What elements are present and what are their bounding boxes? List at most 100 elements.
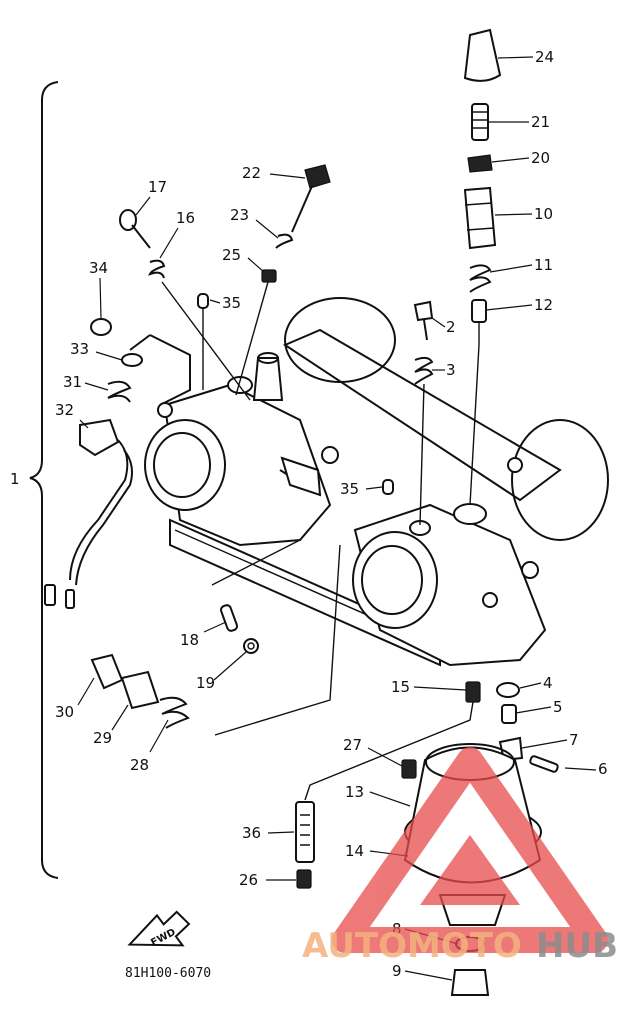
callout-4: 4 [543, 674, 553, 692]
callout-21: 21 [531, 113, 550, 131]
part-25-nut [261, 269, 277, 283]
callout-group: 2345678910111213141516171819202122232425… [55, 48, 608, 981]
callout-18: 18 [180, 631, 199, 649]
leader-line-27 [367, 747, 403, 767]
assembly-bracket [29, 81, 59, 879]
part-32-fitting [44, 418, 133, 609]
part-9-drain-plug [450, 969, 490, 996]
part-31-spring [107, 380, 132, 403]
part-11-spring [469, 264, 492, 293]
leader-line-31 [84, 382, 109, 391]
axis-line-2 [419, 383, 425, 526]
leader-line-7 [521, 739, 568, 749]
part-24-cap [463, 28, 502, 82]
leader-line-15 [413, 686, 467, 691]
callout-35: 35 [222, 294, 241, 312]
leader-line-25 [247, 257, 265, 273]
part-22-screw [291, 164, 331, 233]
leader-line-35 [209, 299, 221, 304]
watermark-triangle [332, 747, 608, 953]
callout-11: 11 [534, 256, 553, 274]
callout-10: 10 [534, 205, 553, 223]
part-27-bolt [401, 759, 417, 779]
callout-20: 20 [531, 149, 550, 167]
part-36-emulsion-tube [295, 801, 315, 863]
leader-line-36 [267, 831, 295, 834]
callout-34: 34 [89, 259, 108, 277]
leader-line-24 [497, 56, 534, 59]
part-20-nut [467, 154, 493, 173]
leader-line-9 [404, 970, 453, 981]
part-35-pin-upper [197, 293, 209, 309]
callout-23: 23 [230, 206, 249, 224]
callout-14: 14 [345, 842, 364, 860]
fwd-arrow: FWD [127, 910, 191, 949]
leader-line-6 [564, 767, 597, 771]
callout-35: 35 [340, 480, 359, 498]
leader-line-10 [494, 213, 533, 216]
part-18-pin [219, 604, 239, 632]
axis-line-22 [235, 281, 269, 396]
leader-line-13 [369, 791, 411, 807]
part-10-adjuster [463, 186, 497, 250]
part-16-spring [148, 259, 166, 279]
leader-line-12 [485, 304, 533, 311]
callout-27: 27 [343, 736, 362, 754]
leader-line-29 [111, 704, 129, 731]
leader-line-33 [95, 351, 123, 361]
part-23-spring [275, 233, 294, 249]
callout-17: 17 [148, 178, 167, 196]
leader-line-32 [79, 419, 89, 429]
leader-line-2 [431, 317, 446, 328]
leader-line-28 [149, 719, 169, 753]
leader-line-16 [159, 227, 179, 259]
part-19-washer [243, 638, 259, 654]
callout-30: 30 [55, 703, 74, 721]
leader-line-11 [489, 264, 533, 273]
part-2-screw [413, 300, 434, 341]
callout-15: 15 [391, 678, 410, 696]
part-17-screw [119, 209, 151, 249]
callout-24: 24 [535, 48, 554, 66]
leader-line-35 [365, 486, 383, 490]
callout-12: 12 [534, 296, 553, 314]
carburetor-body [129, 297, 609, 667]
leader-line-19 [213, 651, 247, 681]
callout-19: 19 [196, 674, 215, 692]
leader-line-20 [491, 157, 530, 163]
callout-32: 32 [55, 401, 74, 419]
callout-3: 3 [446, 361, 456, 379]
callout-7: 7 [569, 731, 579, 749]
leader-line-4 [519, 682, 542, 689]
callout-6: 6 [598, 760, 608, 778]
leader-line-17 [135, 196, 151, 216]
callout-2: 2 [446, 318, 456, 336]
watermark-text-part2: HUB [536, 926, 618, 966]
part-4-washer [496, 682, 520, 698]
axis-line-main [469, 344, 480, 506]
part-12-plunger [471, 299, 487, 345]
part-29-cylinder [120, 670, 160, 710]
part-33-washer [121, 353, 143, 367]
leader-line-34 [99, 277, 102, 319]
callout-16: 16 [176, 209, 195, 227]
leader-line-23 [255, 219, 279, 239]
callout-22: 22 [242, 164, 261, 182]
leader-line-18 [203, 621, 227, 633]
callout-29: 29 [93, 729, 112, 747]
part-34-cap [90, 318, 112, 336]
part-5-screw [501, 704, 517, 724]
callout-1: 1 [10, 470, 20, 488]
callout-36: 36 [242, 824, 261, 842]
axis-line-18 [211, 539, 301, 586]
watermark-logo [332, 747, 608, 953]
callout-13: 13 [345, 783, 364, 801]
leader-line-30 [77, 677, 95, 706]
axis-line-15 [304, 701, 474, 801]
part-21-screw [471, 103, 489, 141]
part-3-spring [414, 356, 434, 385]
part-code: 81H100-6070 [125, 966, 211, 981]
part-28-spring [159, 696, 190, 729]
part-30-cap [90, 653, 124, 690]
